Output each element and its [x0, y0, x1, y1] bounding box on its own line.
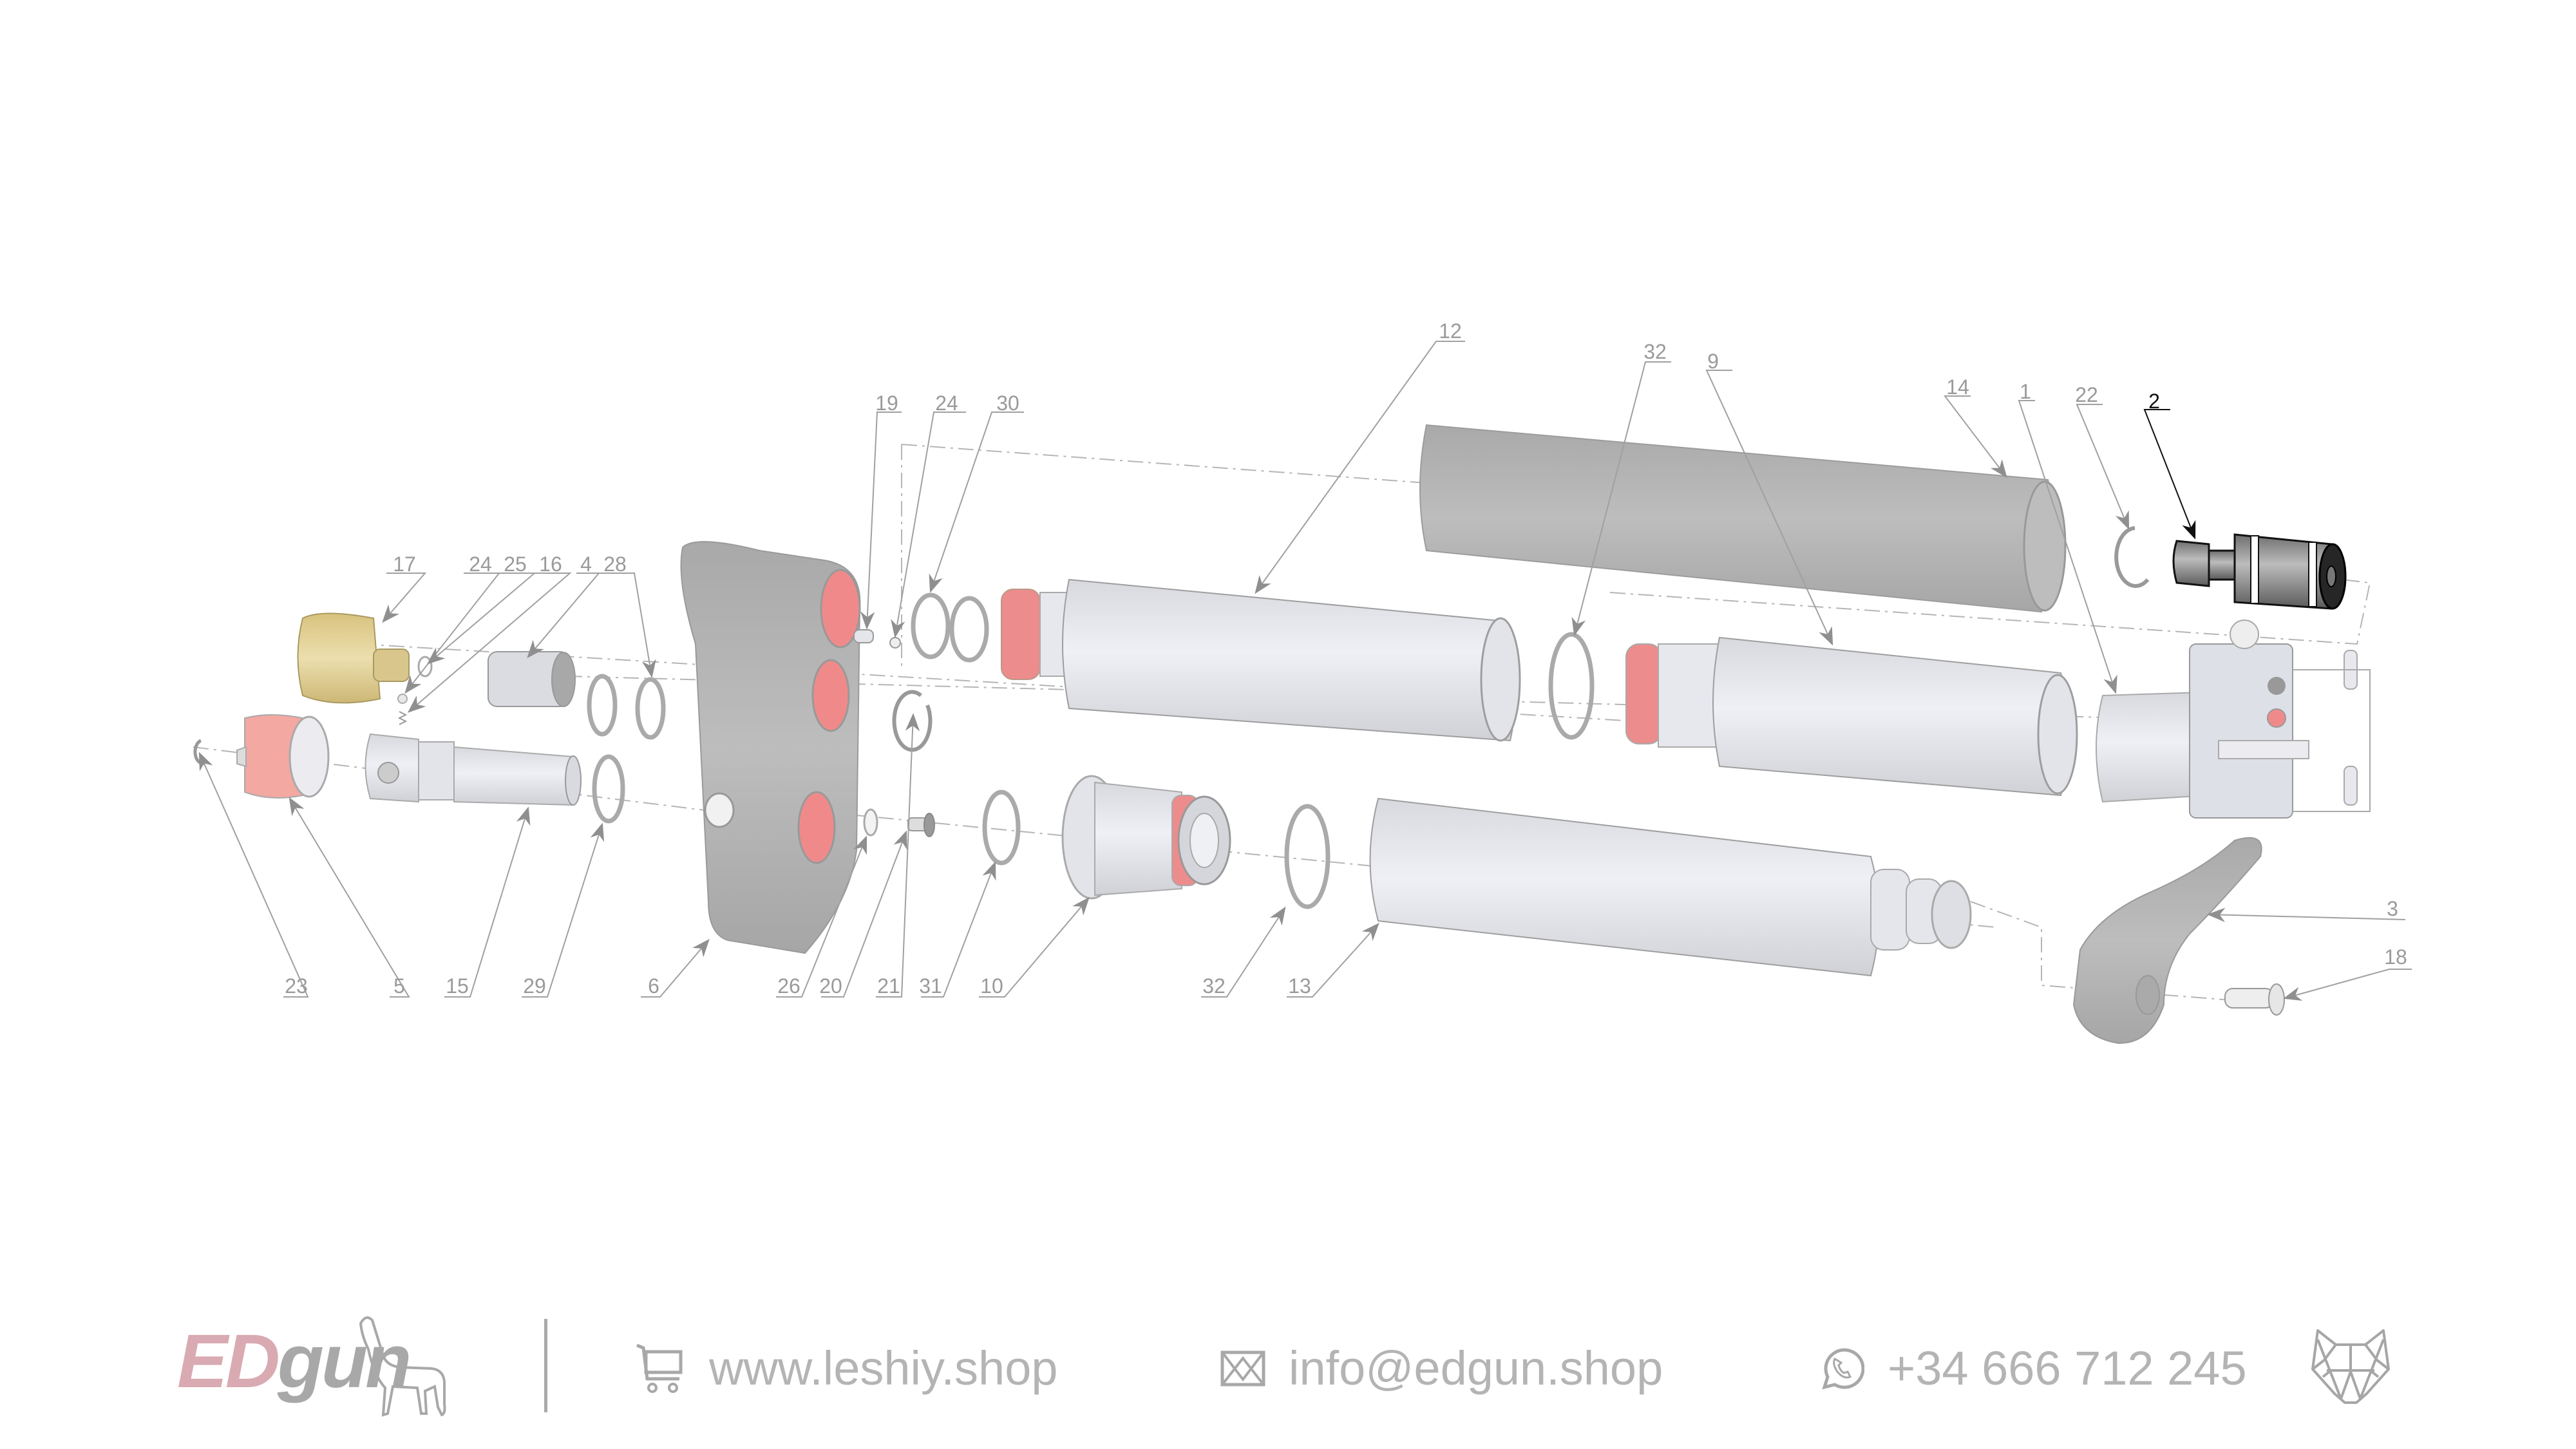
callout-label-20: 20 — [819, 974, 842, 998]
brand-logo[interactable]: EDgun — [177, 1311, 473, 1426]
callout-label-31: 31 — [919, 974, 942, 998]
callout-label-14: 14 — [1946, 375, 1969, 399]
callout-label-10: 10 — [980, 974, 1003, 998]
part-12-tube — [1001, 578, 1521, 742]
callout-label-16: 16 — [539, 553, 562, 576]
part-1-receiver — [2096, 620, 2371, 819]
part-22-circlip — [2114, 526, 2150, 588]
email-link[interactable]: info@edgun.shop — [1220, 1340, 1663, 1397]
callout-label-19: 19 — [875, 392, 898, 415]
callout-label-9: 9 — [1707, 350, 1719, 373]
phone-text: +34 666 712 245 — [1888, 1341, 2247, 1395]
callout-label-4: 4 — [580, 553, 592, 576]
part-4-valve — [488, 651, 576, 707]
callout-label-1: 1 — [2020, 380, 2031, 403]
callout-label-5: 5 — [393, 974, 405, 998]
website-link[interactable]: www.leshiy.shop — [634, 1340, 1058, 1397]
part-13-tube — [1369, 797, 1972, 977]
callout-label-18: 18 — [2384, 945, 2407, 969]
part-9-tube — [1625, 636, 2078, 797]
part-10-fitting — [1061, 775, 1231, 900]
callout-label-32: 32 — [1202, 974, 1226, 998]
callout-label-24: 24 — [935, 392, 958, 415]
brand-wordmark: EDgun — [177, 1323, 412, 1399]
part-5-cap — [193, 714, 330, 799]
callout-label-3: 3 — [2387, 897, 2398, 920]
dog-icon — [359, 1316, 446, 1417]
callout-label-25: 25 — [504, 553, 527, 576]
brand-gun: gun — [277, 1319, 412, 1404]
callout-label-23: 23 — [285, 974, 308, 998]
shopping-cart-icon — [636, 1343, 683, 1393]
callout-label-24: 24 — [469, 553, 492, 576]
callout-label-17: 17 — [393, 553, 416, 576]
callout-label-29: 29 — [523, 974, 546, 998]
callout-label-32: 32 — [1643, 340, 1667, 363]
callout-label-2: 2 — [2148, 390, 2160, 413]
callout-label-22: 22 — [2075, 383, 2098, 406]
callout-label-13: 13 — [1288, 974, 1311, 998]
part-3-lever — [2072, 837, 2262, 1045]
callout-label-26: 26 — [777, 974, 800, 998]
callout-label-21: 21 — [877, 974, 900, 998]
footer-divider — [544, 1319, 547, 1412]
callout-label-30: 30 — [996, 392, 1019, 415]
wolf-head-icon — [2311, 1329, 2390, 1404]
callout-label-15: 15 — [446, 974, 469, 998]
callout-label-12: 12 — [1439, 319, 1462, 343]
email-text: info@edgun.shop — [1289, 1341, 1663, 1395]
whatsapp-icon — [1822, 1348, 1864, 1390]
part-6-block — [680, 541, 861, 954]
part-15-body — [365, 733, 582, 806]
part-2-valve-highlighted — [2172, 533, 2347, 610]
part-18-screw — [2224, 983, 2285, 1016]
brand-ed: ED — [177, 1319, 280, 1404]
callout-label-28: 28 — [603, 553, 627, 576]
part-17-nut — [297, 612, 433, 725]
phone-link[interactable]: +34 666 712 245 — [1819, 1340, 2247, 1397]
envelope-icon — [1220, 1350, 1265, 1387]
callout-label-6: 6 — [648, 974, 659, 998]
part-14-sleeve — [1419, 424, 2067, 613]
website-text: www.leshiy.shop — [709, 1341, 1058, 1395]
